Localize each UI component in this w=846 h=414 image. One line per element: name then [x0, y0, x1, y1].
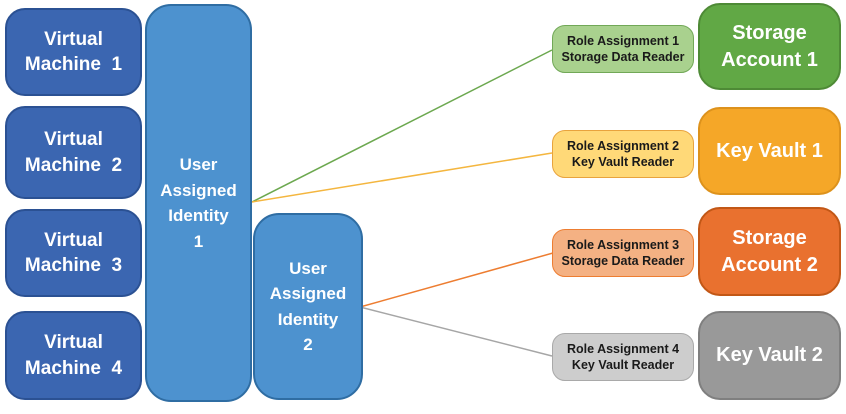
target-label-line: Account 1 [721, 48, 818, 71]
identity-label-line: Assigned [269, 284, 347, 303]
target-label-line: Key Vault 2 [716, 344, 823, 366]
identity-label-line: Assigned [160, 180, 237, 200]
role-assignment-title: Role Assignment 4 [566, 341, 680, 356]
connector-uai2-ra4-line [359, 306, 553, 357]
role-assignment-1-box: Role Assignment 1 Storage Data Reader [552, 25, 694, 73]
vm-label-line: Machine 4 [24, 357, 123, 379]
key-vault-2-box: Key Vault 2 [698, 311, 841, 400]
role-assignment-4-box: Role Assignment 4 Key Vault Reader [552, 333, 694, 381]
role-assignment-title: Role Assignment 2 [566, 138, 680, 153]
role-assignment-2-box: Role Assignment 2 Key Vault Reader [552, 130, 694, 178]
connector-uai1-ra2-line [251, 152, 553, 203]
target-label-line: Key Vault 1 [716, 139, 823, 162]
role-assignment-role: Key Vault Reader [571, 155, 675, 169]
vm-label-line: Machine 3 [24, 255, 123, 276]
target-label-line: Account 2 [721, 253, 818, 276]
storage-account-1-box: Storage Account 1 [698, 3, 841, 90]
target-label-line: Storage [732, 21, 807, 44]
role-assignment-title: Role Assignment 1 [566, 33, 680, 48]
role-assignment-3-box: Role Assignment 3 Storage Data Reader [552, 229, 694, 277]
connector-uai1-ra1-line [251, 49, 553, 203]
role-assignment-role: Storage Data Reader [561, 254, 685, 268]
vm-label-line: Virtual [44, 129, 103, 151]
virtual-machine-3-box: Virtual Machine 3 [5, 209, 142, 297]
vm-label-line: Machine 1 [24, 54, 123, 75]
identity-label-line: Identity [277, 309, 339, 329]
identity-label-line: 1 [193, 231, 204, 251]
identity-label-line: User [289, 258, 327, 278]
role-assignment-title: Role Assignment 3 [566, 237, 680, 252]
virtual-machine-2-box: Virtual Machine 2 [5, 106, 142, 199]
connector-uai2-ra3-line [359, 252, 554, 308]
identity-label-line: 2 [303, 335, 313, 354]
role-assignment-role: Key Vault Reader [571, 358, 675, 372]
vm-label-line: Virtual [44, 332, 103, 354]
identity-label-line: User [179, 155, 218, 174]
storage-account-2-box: Storage Account 2 [698, 207, 841, 296]
virtual-machine-1-box: Virtual Machine 1 [5, 8, 142, 96]
vm-label-line: Virtual [44, 229, 103, 251]
identity-label-line: Identity [168, 206, 229, 225]
key-vault-1-box: Key Vault 1 [698, 107, 841, 195]
vm-label-line: Machine 2 [24, 154, 123, 176]
vm-label-line: Virtual [44, 28, 103, 50]
role-assignment-role: Storage Data Reader [561, 50, 685, 64]
virtual-machine-4-box: Virtual Machine 4 [5, 311, 142, 400]
user-assigned-identity-2-box: User Assigned Identity 2 [253, 213, 363, 400]
user-assigned-identity-1-box: User Assigned Identity 1 [145, 4, 252, 402]
target-label-line: Storage [732, 226, 807, 249]
